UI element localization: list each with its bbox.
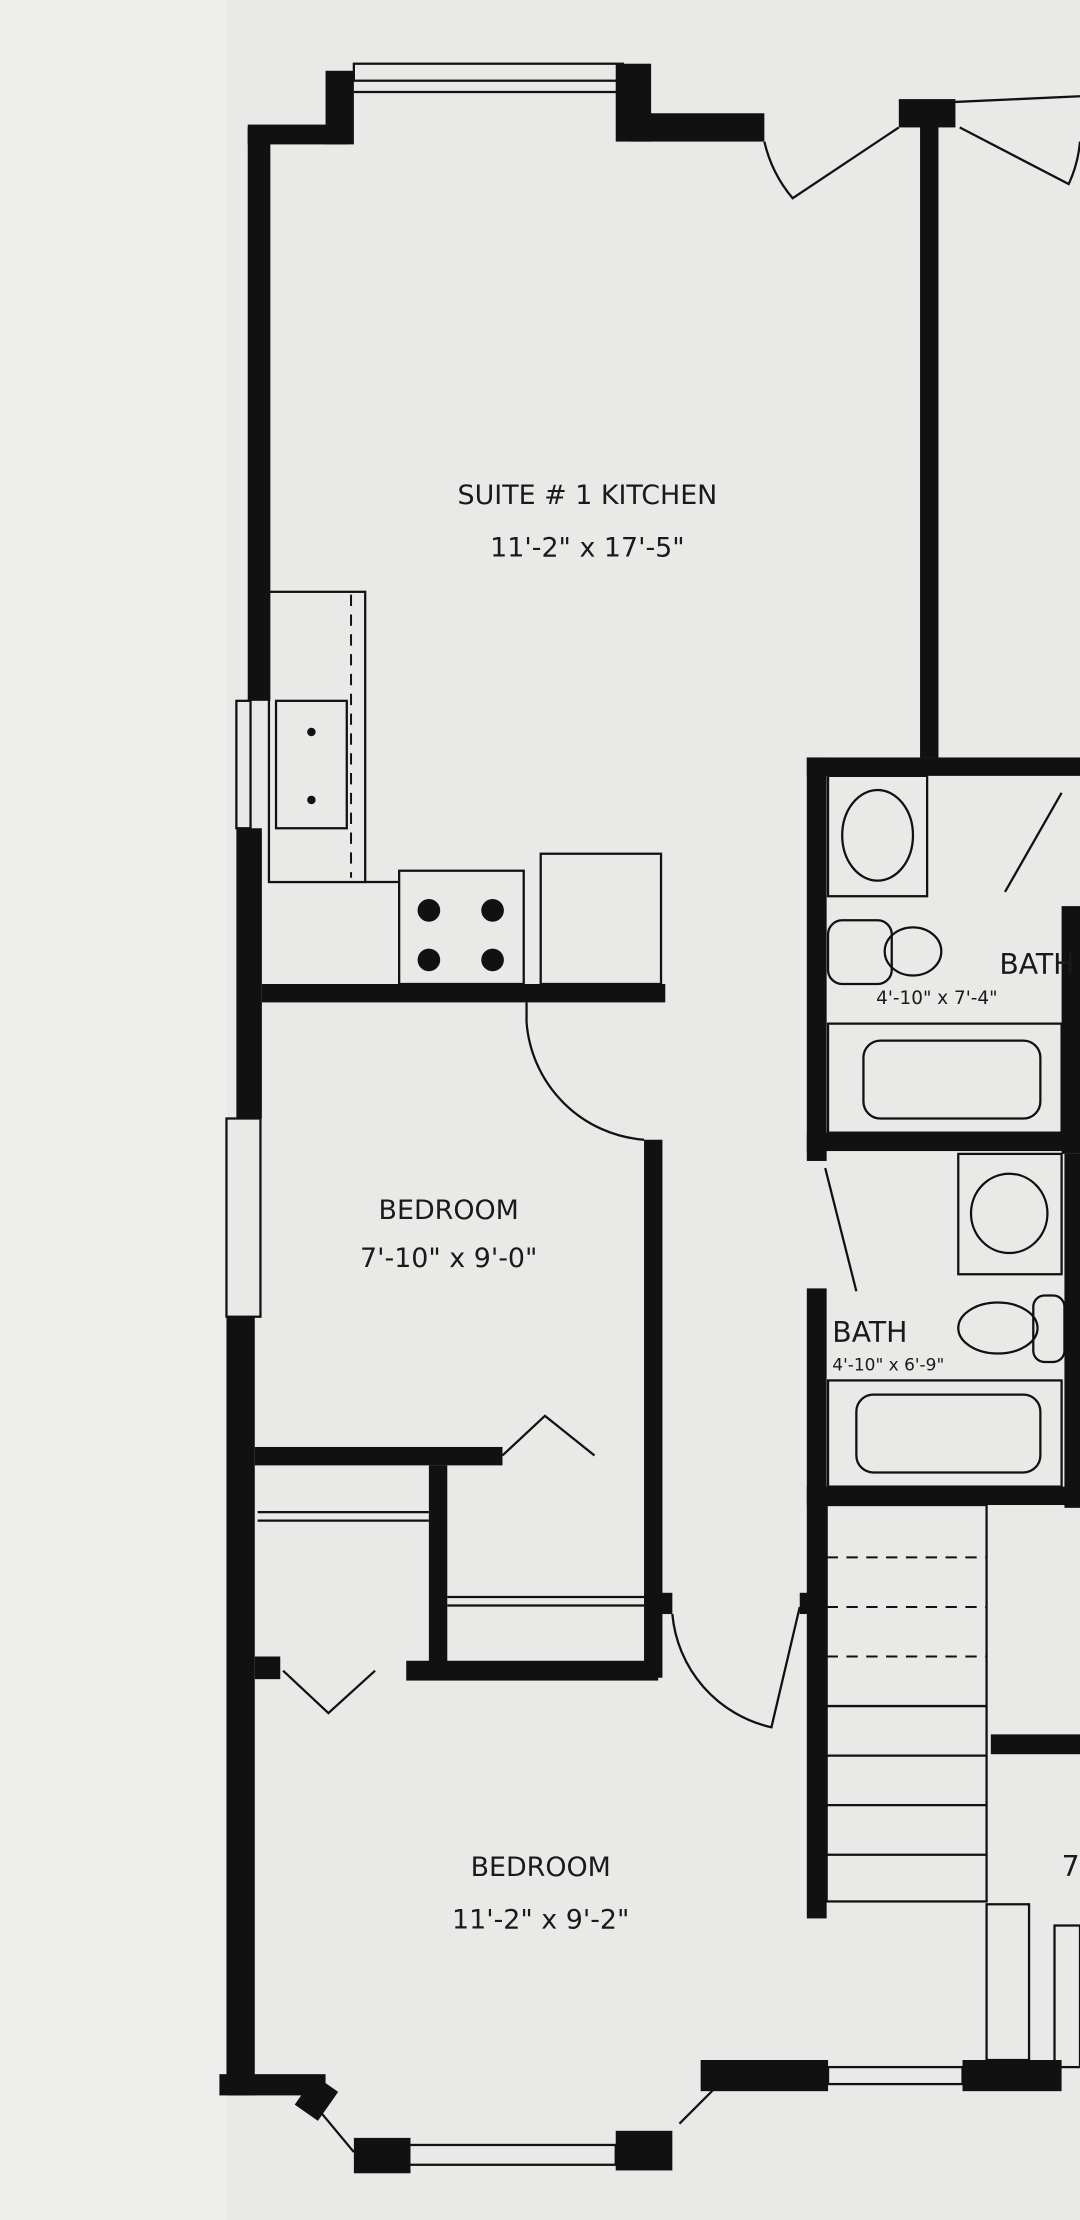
bedroom1-size: 7'-10" x 9'-0" <box>360 1243 537 1274</box>
stairs <box>825 1503 1080 2069</box>
windows-and-doors <box>225 62 1080 2166</box>
kitchen-name: SUITE # 1 KITCHEN <box>458 480 718 511</box>
bedroom2-size: 11'-2" x 9'-2" <box>452 1904 629 1935</box>
toilet-icon <box>826 919 893 986</box>
paper-margin <box>0 0 227 2220</box>
bedroom1-name: BEDROOM <box>379 1195 519 1226</box>
toilet-icon <box>1032 1294 1066 1364</box>
bath2-size: 4'-10" x 6'-9" <box>832 1356 944 1376</box>
walls <box>219 63 1080 2174</box>
bedroom2-name: BEDROOM <box>471 1852 611 1883</box>
sink-icon <box>841 788 915 882</box>
room-labels: SUITE # 1 KITCHEN 11'-2" x 17'-5" BATH 4… <box>360 480 1080 1935</box>
kitchen-fixtures <box>267 590 663 986</box>
bath2-name: BATH <box>832 1316 907 1349</box>
bath1-size: 4'-10" x 7'-4" <box>876 988 997 1009</box>
bath1-name: BATH <box>999 948 1074 981</box>
bathtub-icon <box>826 1379 1063 1488</box>
bath-fixtures <box>826 774 1066 1488</box>
partial-room-label: 7 <box>1062 1850 1080 1883</box>
bathtub-icon <box>826 1022 1063 1134</box>
fridge-icon <box>539 852 663 986</box>
sink-icon <box>274 699 348 830</box>
sink-icon <box>969 1172 1049 1255</box>
closet-shelves <box>257 1510 646 1607</box>
kitchen-size: 11'-2" x 17'-5" <box>490 532 684 563</box>
stove-icon <box>398 869 525 986</box>
